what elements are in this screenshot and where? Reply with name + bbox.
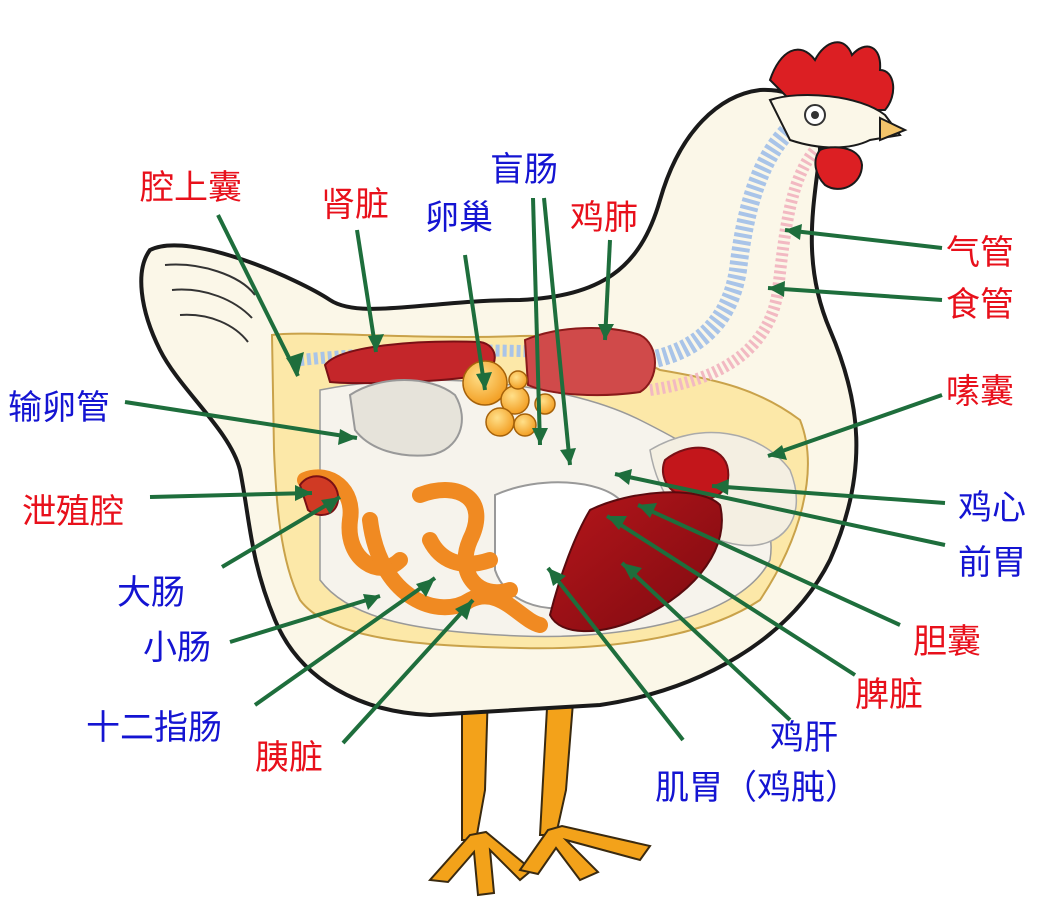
label-duodenum: 十二指肠 — [86, 708, 222, 748]
leader-spleen — [605, 514, 857, 677]
leader-gallbladder — [637, 503, 901, 627]
leader-pancreas — [341, 598, 475, 745]
label-air-sac: 腔上囊 — [140, 168, 242, 208]
leader-small-intestine — [229, 594, 381, 644]
chicken-head — [768, 41, 908, 190]
leader-cecum-2 — [542, 197, 572, 466]
leader-liver — [620, 561, 792, 722]
leader-duodenum — [253, 576, 437, 707]
label-liver: 鸡肝 — [770, 718, 838, 758]
label-kidney: 肾脏 — [321, 185, 389, 225]
leader-heart — [711, 484, 946, 505]
label-ovary: 卵巢 — [425, 198, 493, 238]
leader-oviduct — [124, 400, 358, 440]
label-cecum: 盲肠 — [490, 150, 558, 190]
label-esophagus: 食管 — [946, 285, 1014, 325]
leader-cloaca — [149, 491, 313, 499]
lung-shape — [523, 327, 656, 397]
tail-feathers — [164, 263, 256, 343]
leader-kidney — [355, 229, 378, 353]
label-trachea: 气管 — [946, 233, 1014, 273]
leader-ovary — [463, 254, 487, 391]
leader-air-sac — [216, 214, 300, 377]
label-gallbladder: 胆囊 — [913, 622, 981, 662]
leader-large-intestine — [220, 495, 342, 569]
leader-lines — [124, 197, 946, 745]
leader-trachea — [784, 228, 943, 250]
leader-proventriculus — [614, 472, 946, 547]
label-crop: 嗉囊 — [946, 372, 1014, 412]
label-pancreas: 胰脏 — [255, 738, 323, 778]
legs — [427, 689, 652, 897]
leader-esophagus — [767, 286, 943, 302]
label-large-intestine: 大肠 — [117, 573, 185, 613]
kidney-shape — [323, 340, 496, 385]
leader-crop — [767, 393, 943, 458]
label-heart: 鸡心 — [958, 488, 1026, 528]
leader-arrowheads — [286, 224, 802, 620]
label-cloaca: 泄殖腔 — [22, 492, 124, 532]
label-lung: 鸡肺 — [570, 198, 638, 238]
label-proventriculus: 前胃 — [958, 543, 1026, 583]
leader-cecum-1 — [531, 197, 542, 446]
label-small-intestine: 小肠 — [143, 628, 211, 668]
label-spleen: 脾脏 — [855, 675, 923, 715]
leader-gizzard — [546, 566, 685, 742]
neck-spine — [648, 112, 806, 369]
leader-lung — [603, 239, 612, 341]
label-gizzard: 肌胃（鸡肫） — [655, 768, 859, 808]
label-oviduct: 输卵管 — [8, 388, 110, 428]
oviduct-shape — [348, 379, 463, 457]
